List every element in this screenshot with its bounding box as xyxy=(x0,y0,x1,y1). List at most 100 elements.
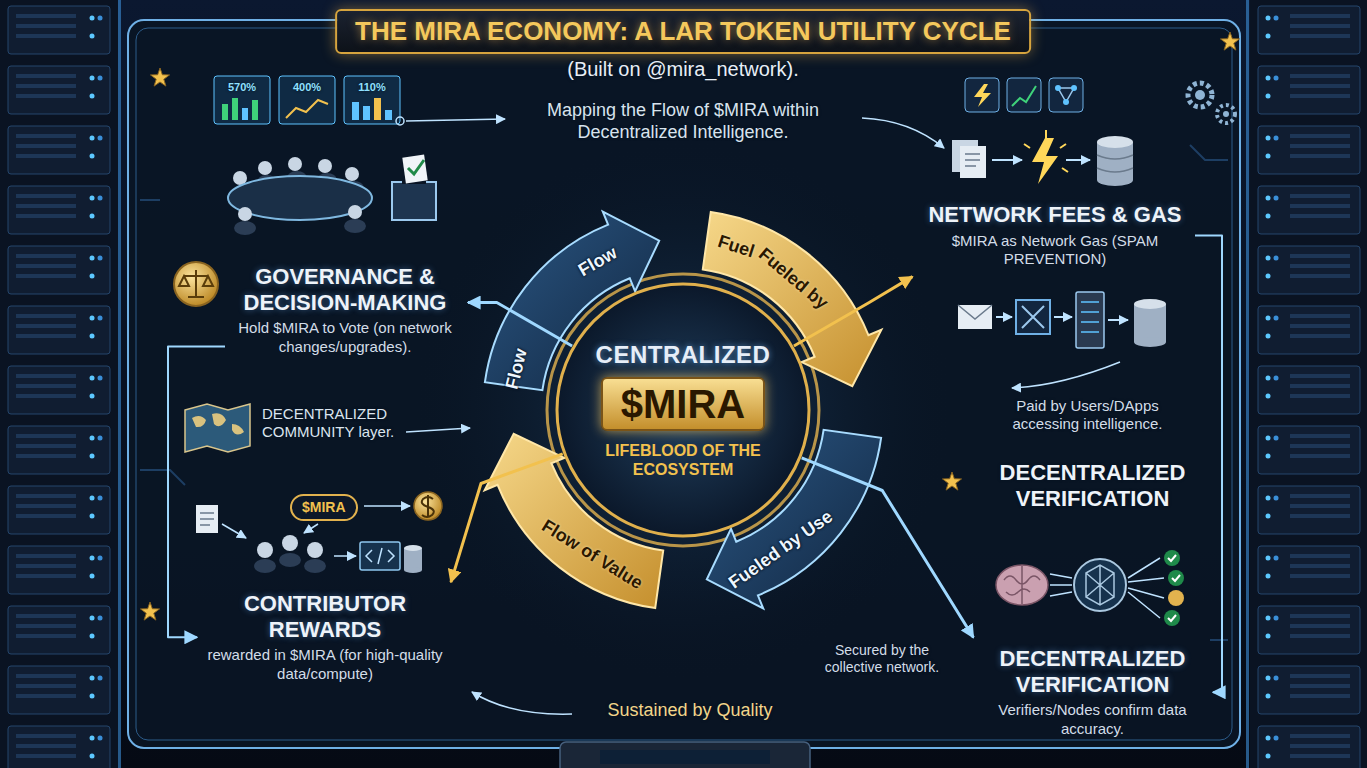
governance-illustration xyxy=(179,270,213,297)
rewards-illustration xyxy=(422,495,434,518)
governance-illustration xyxy=(402,155,427,184)
main-panel xyxy=(136,28,1232,740)
section-heading: NETWORK FEES & GAS xyxy=(921,202,1189,228)
rewards-illustration xyxy=(257,542,273,558)
verification-illustration xyxy=(996,550,1184,626)
fees-illustration xyxy=(1217,105,1235,123)
central-token-circle: CENTRALIZED$MIRALIFEBLOOD OF THE ECOSYST… xyxy=(555,282,811,538)
fee-note: Paid by Users/DApps accessing intelligen… xyxy=(985,397,1190,433)
rewards-illustration xyxy=(366,548,394,564)
verification-illustration xyxy=(1050,574,1072,596)
star-decoration xyxy=(141,602,160,620)
verification-illustration xyxy=(996,565,1048,605)
fees-illustration xyxy=(1097,155,1133,172)
flow-arrow xyxy=(468,303,572,347)
ring-label: Fueled by xyxy=(754,244,832,315)
fees-illustration xyxy=(965,78,999,112)
server-rack xyxy=(0,0,118,768)
dashboard-value: 110% xyxy=(344,81,400,94)
fees-illustration xyxy=(965,154,980,166)
governance-illustration xyxy=(345,167,359,181)
flow-arrows xyxy=(1012,362,1120,388)
star-decoration xyxy=(1221,32,1240,50)
rewards-illustration xyxy=(404,548,422,570)
verification-illustration xyxy=(1128,558,1164,618)
governance-illustration xyxy=(279,76,335,124)
console-device xyxy=(560,742,810,768)
star-decoration xyxy=(151,68,170,86)
section-heading: DECENTRALIZED VERIFICATION xyxy=(975,460,1210,513)
rewards-illustration xyxy=(222,524,246,538)
dashboard-value: 570% xyxy=(214,81,270,94)
verification-illustration xyxy=(1168,590,1184,606)
ring-label: Flow xyxy=(502,346,533,391)
connector-arrow xyxy=(1195,236,1222,693)
verification-illustration xyxy=(1168,555,1180,621)
token-name: $MIRA xyxy=(302,499,346,516)
bottom-note: Secured by the collective network. xyxy=(812,642,952,676)
governance-illustration xyxy=(252,100,258,120)
fees-illustration xyxy=(974,84,991,107)
governance-illustration xyxy=(286,100,328,118)
governance-illustration xyxy=(238,207,252,221)
rewards-illustration xyxy=(196,492,442,573)
governance-illustration xyxy=(228,176,372,220)
diagram-title: THE MIRA ECONOMY: A LAR TOKEN UTILITY CY… xyxy=(335,9,1031,54)
governance-illustration xyxy=(374,98,381,120)
main-panel xyxy=(140,145,1228,640)
governance-illustration xyxy=(222,104,228,120)
section-block: CONTRIBUTOR REWARDSrewarded in $MIRA (fo… xyxy=(200,585,450,690)
fees-illustration xyxy=(1076,292,1104,348)
cycle-ring xyxy=(547,274,819,546)
governance-illustration xyxy=(363,106,370,120)
bottom-note: Sustained by Quality xyxy=(575,700,805,722)
rewards-illustration xyxy=(196,505,218,533)
main-panel xyxy=(413,140,953,680)
map-icon xyxy=(185,404,470,452)
verification-illustration xyxy=(1086,565,1114,605)
server-rack xyxy=(0,0,121,768)
governance-illustration xyxy=(392,182,436,220)
rewards-illustration xyxy=(404,545,422,551)
governance-illustration xyxy=(318,159,332,173)
flow-arrows xyxy=(396,117,404,125)
rewards-illustration xyxy=(254,559,276,573)
governance-illustration xyxy=(258,161,272,175)
map-icon xyxy=(406,428,470,432)
ring-label: Fuel xyxy=(715,231,757,263)
fees-illustration xyxy=(1007,78,1041,112)
governance-illustration xyxy=(344,76,400,124)
flow-note: Mapping the Flow of $MIRA within Decentr… xyxy=(513,100,853,143)
map-icon xyxy=(185,404,250,452)
section-body: Hold $MIRA to Vote (on network changes/u… xyxy=(231,319,459,357)
star-decoration xyxy=(943,472,962,490)
verification-illustration xyxy=(1168,570,1184,586)
verification-illustration xyxy=(1164,550,1180,566)
section-block: DECENTRALIZED VERIFICATIONVerifiers/Node… xyxy=(975,640,1210,745)
fees-illustration xyxy=(1097,136,1133,148)
governance-illustration xyxy=(214,76,270,124)
governance-illustration xyxy=(385,110,392,120)
section-heading: DECENTRALIZED VERIFICATION xyxy=(981,646,1204,697)
rewards-illustration xyxy=(304,559,326,573)
verification-illustration xyxy=(1004,566,1040,604)
console-device xyxy=(600,750,770,764)
subtitle: (Built on @mira_network). xyxy=(483,57,883,81)
server-rack xyxy=(0,0,118,768)
star-decoration xyxy=(141,32,1240,620)
fees-illustration xyxy=(1066,159,1090,161)
governance-illustration xyxy=(232,98,238,120)
fees-illustration xyxy=(1049,78,1083,112)
center-tagline: LIFEBLOOD OF THE ECOSYSTEM xyxy=(593,441,773,479)
rewards-illustration xyxy=(282,535,298,551)
governance-illustration xyxy=(174,262,218,306)
fees-illustration xyxy=(992,159,1022,161)
fees-illustration xyxy=(1055,85,1061,91)
console-device xyxy=(560,742,810,768)
rewards-illustration xyxy=(404,567,422,573)
rewards-illustration xyxy=(364,505,410,507)
governance-illustration xyxy=(242,108,248,120)
verification-illustration xyxy=(1074,559,1126,611)
